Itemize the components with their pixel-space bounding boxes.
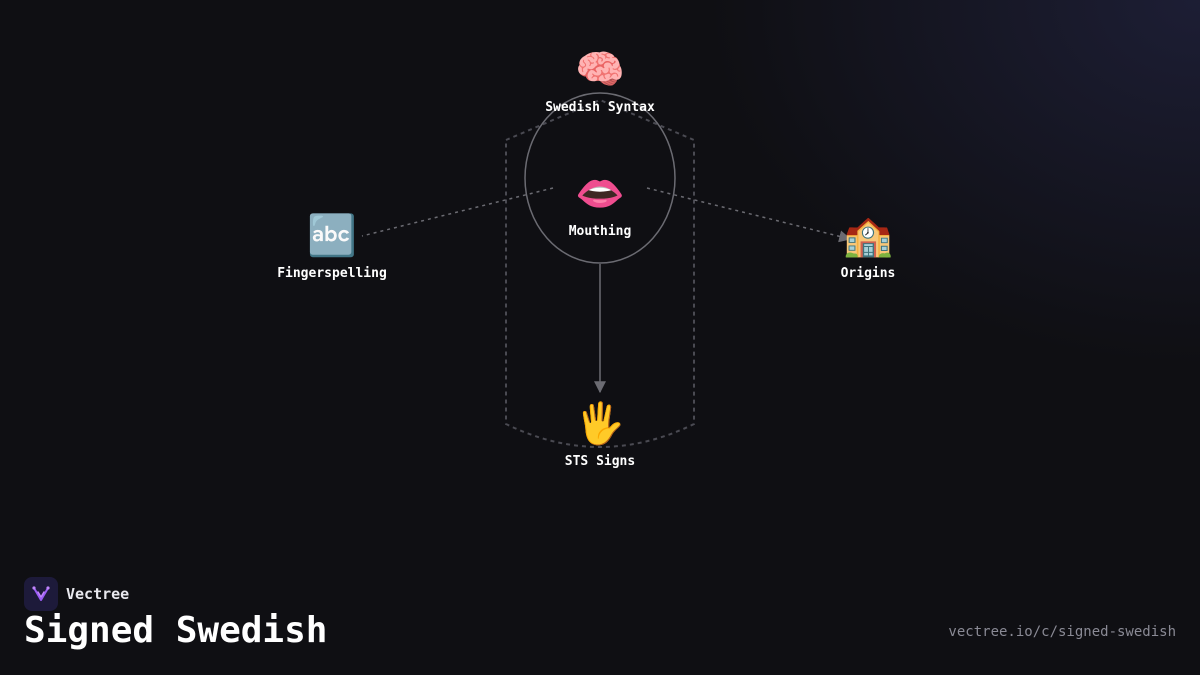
node-label-fingerspelling: Fingerspelling — [277, 266, 387, 281]
node-label-mouthing: Mouthing — [568, 224, 632, 239]
node-origins[interactable]: 🏫 Origins — [768, 212, 968, 281]
brain-icon: 🧠 — [575, 47, 625, 93]
page-url-link[interactable]: vectree.io/c/signed-swedish — [948, 624, 1176, 640]
abc-letters-icon: 🔤 — [307, 213, 357, 259]
brand[interactable]: Vectree — [24, 577, 129, 611]
node-fingerspelling[interactable]: 🔤 Fingerspelling — [232, 212, 432, 281]
node-swedish-syntax[interactable]: 🧠 Swedish Syntax — [500, 46, 700, 115]
syntax-ellipse — [524, 92, 676, 264]
vectree-logo-icon — [24, 577, 58, 611]
node-label-swedish-syntax: Swedish Syntax — [545, 100, 655, 115]
group-outline — [505, 98, 695, 448]
school-icon: 🏫 — [843, 213, 893, 259]
page-title: Signed Swedish — [24, 610, 328, 651]
raised-hand-icon: 🖐️ — [575, 401, 625, 447]
node-mouthing[interactable]: 👄 Mouthing — [500, 170, 700, 239]
node-sts-signs[interactable]: 🖐️ STS Signs — [500, 400, 700, 469]
node-label-sts-signs: STS Signs — [564, 454, 636, 469]
brand-name: Vectree — [66, 585, 130, 603]
mouth-icon: 👄 — [575, 171, 625, 217]
node-label-origins: Origins — [840, 266, 896, 281]
edge-mouthing-fingerspelling — [361, 187, 554, 237]
